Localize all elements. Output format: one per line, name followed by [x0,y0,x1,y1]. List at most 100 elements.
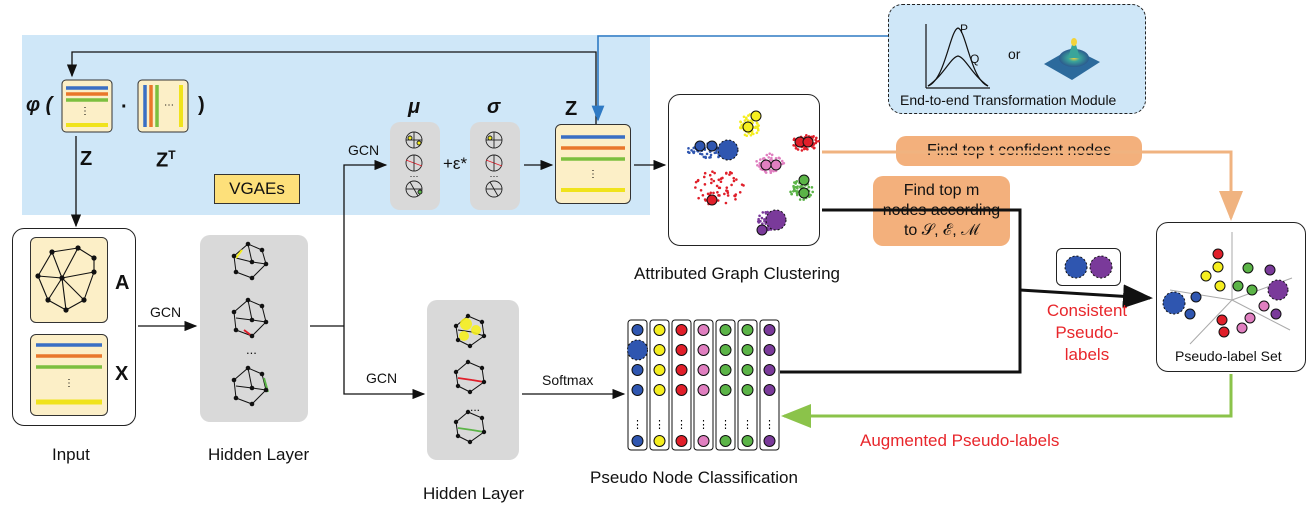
clustering-caption: Attributed Graph Clustering [634,264,840,283]
scatter-point [712,179,716,183]
class-node [763,384,776,396]
scatter-point [815,136,818,140]
scatter-point [795,193,799,197]
top-m-line1: Find top m [903,182,980,199]
scatter-cluster-center [717,139,739,161]
e2e-q: Q [970,52,980,66]
scatter-point [710,181,713,185]
classification-matrix: ⋮⋮⋮⋮⋮⋮⋮ [627,319,780,451]
scatter-point [769,158,772,162]
class-node [719,344,732,356]
scatter-point [745,117,748,121]
scatter-point [767,156,771,159]
class-node [653,364,666,376]
svg-text:⋮: ⋮ [64,378,74,389]
input-caption: Input [52,445,90,464]
pseudo-label-set-plot [1162,232,1293,345]
scatter-point [733,194,737,198]
scatter-point [756,127,760,131]
scatter-marker [798,187,810,199]
scatter-point [701,193,705,197]
class-node [697,384,710,396]
class-column-ellipsis: ⋮ [654,419,665,431]
scatter-point [719,177,723,181]
scatter-point [794,189,797,193]
class-node [741,364,754,376]
e2e-title: End-to-end Transformation Module [900,92,1117,108]
scatter-point [799,185,802,188]
scatter-point [811,190,815,194]
class-node [675,344,688,356]
pq-distribution-plot [925,24,990,89]
class-column-ellipsis: ⋮ [632,419,643,431]
scatter-point [732,179,736,183]
scatter-point [692,150,696,153]
class-column-ellipsis: ⋮ [676,419,687,431]
scatter-point [725,189,728,192]
scatter-point [743,119,747,122]
scatter-point [742,115,746,119]
class-node [763,344,776,356]
scatter-point [694,180,698,184]
e2e-or: or [1008,46,1021,62]
scatter-point [763,219,766,223]
scatter-point [758,214,761,218]
hidden1-dots: ... [246,342,257,357]
input-adjacency-graph [37,247,95,311]
class-node [675,364,688,376]
scatter-point [807,185,811,189]
surface-plot-icon [1042,22,1102,84]
scatter-point [723,192,726,196]
gcn-label-bottom: GCN [366,370,398,386]
class-node [697,344,710,356]
scatter-marker [802,136,814,148]
class-node [719,324,732,336]
scatter-point [755,121,759,125]
scatter-point [782,161,786,165]
scatter-point [757,221,761,224]
scatter-marker [706,194,718,206]
scatter-point [690,149,693,152]
class-node [675,435,688,447]
scatter-point [805,134,808,137]
scatter-point [761,211,765,214]
class-column-ellipsis: ⋮ [742,419,753,431]
mu-panel [390,122,440,210]
scatter-marker [706,140,718,152]
e2e-p: P [960,22,969,36]
scatter-point [686,150,690,154]
class-node [631,435,644,447]
class-node [653,384,666,396]
augmented-pseudo-labels: Augmented Pseudo-labels [860,431,1060,450]
scatter-point [694,186,697,189]
scatter-point [800,149,804,152]
scatter-point [713,171,716,175]
scatter-marker [742,121,754,133]
class-column-ellipsis: ⋮ [720,419,731,431]
scatter-point [757,217,760,221]
hidden1-graphs [233,243,269,405]
class-node [653,344,666,356]
scatter-point [796,148,800,151]
sigma-label: σ [487,96,501,118]
scatter-point [762,157,766,160]
class-node [697,364,710,376]
scatter-point [728,173,731,176]
scatter-point [725,186,729,189]
scatter-point [817,139,820,143]
hidden2-caption: Hidden Layer [423,484,525,503]
scatter-point [711,170,714,173]
z-output-label: Z [565,98,578,120]
z-label: Z [80,148,93,170]
scatter-point [812,146,816,150]
scatter-point [703,171,707,175]
class-node [631,324,644,336]
scatter-point [730,183,733,187]
sigma-panel [470,122,520,210]
scatter-point [811,136,815,139]
svg-text:⋮: ⋮ [80,106,90,117]
scatter-point [717,194,720,197]
scatter-point [705,152,709,156]
plus-epsilon: +ε* [443,154,468,173]
